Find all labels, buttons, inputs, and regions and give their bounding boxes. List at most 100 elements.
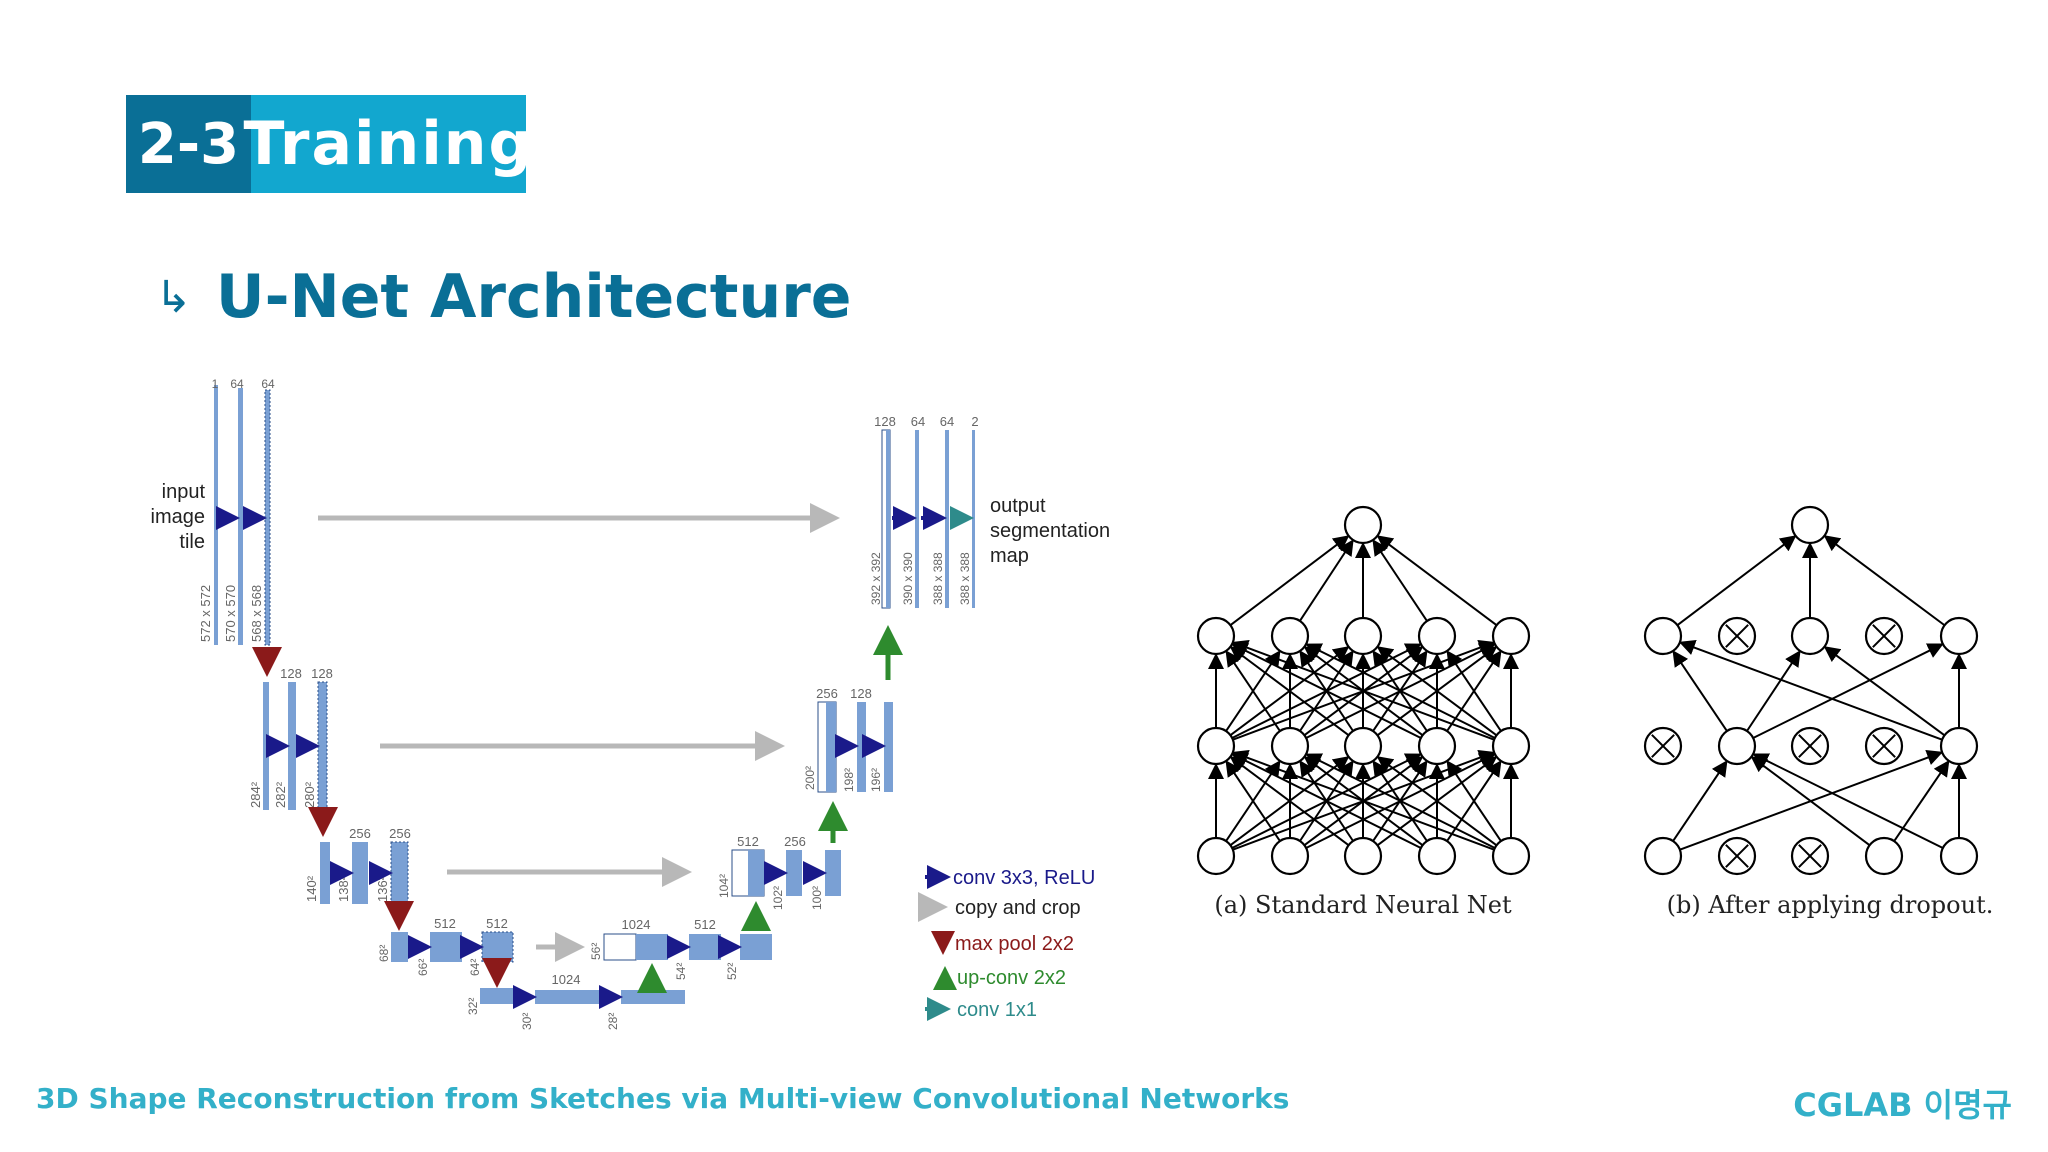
edge <box>1376 646 1498 737</box>
return-arrow-icon: ↳ <box>155 271 192 323</box>
neuron <box>1270 616 1310 656</box>
size-label: 572 x 572 <box>198 585 213 642</box>
neuron <box>1864 836 1904 876</box>
size-label: 390 x 390 <box>901 552 915 605</box>
output-label-3: map <box>990 545 1029 567</box>
legend-item: copy and crop <box>955 897 1081 919</box>
feature-map <box>238 388 243 645</box>
channel-label: 64 <box>230 377 244 391</box>
feature-map <box>825 850 841 896</box>
edge <box>1229 756 1350 847</box>
feature-map <box>915 430 919 608</box>
slide-subtitle: ↳ U-Net Architecture <box>155 262 851 332</box>
edge <box>1676 535 1797 626</box>
channel-label: 512 <box>737 834 759 849</box>
dropout-net-diagram <box>1643 505 1979 876</box>
neuron <box>1417 726 1457 766</box>
channel-label: 512 <box>434 916 456 931</box>
neuron <box>1939 616 1979 656</box>
size-label: 54² <box>674 963 688 980</box>
feature-map <box>826 702 836 792</box>
size-label: 392 x 392 <box>869 552 883 605</box>
drop-mark <box>1872 624 1896 648</box>
footer-author: CGLAB 이명규 <box>1793 1086 2012 1124</box>
size-label: 388 x 388 <box>931 552 945 605</box>
size-label: 104² <box>717 874 731 898</box>
channel-label: 64 <box>911 414 925 429</box>
neuron <box>1790 505 1830 545</box>
channel-label: 256 <box>784 834 806 849</box>
drop-mark <box>1798 734 1822 758</box>
edge <box>1678 639 1943 741</box>
legend-item: conv 1x1 <box>957 999 1037 1021</box>
edge <box>1231 750 1495 851</box>
caption-standard-net: (a) Standard Neural Net <box>1214 891 1512 919</box>
legend-item: conv 3x3, ReLU <box>953 867 1095 889</box>
neuron <box>1643 836 1683 876</box>
channel-label: 128 <box>311 666 333 681</box>
size-label: 136² <box>375 875 390 902</box>
neuron <box>1491 616 1531 656</box>
channel-label: 64 <box>261 377 275 391</box>
feature-map <box>317 681 328 811</box>
feature-map <box>320 842 330 904</box>
feature-map <box>740 934 772 960</box>
neuron <box>1790 616 1830 656</box>
size-label: 138² <box>336 875 351 902</box>
channel-label: 2 <box>971 414 978 429</box>
input-label-1: input <box>162 481 206 503</box>
neuron <box>1270 836 1310 876</box>
subtitle-text: U-Net Architecture <box>215 262 852 332</box>
size-label: 64² <box>468 959 482 976</box>
size-label: 388 x 388 <box>958 552 972 605</box>
feature-map <box>748 850 764 896</box>
feature-map <box>430 932 462 962</box>
size-label: 570 x 570 <box>223 585 238 642</box>
drop-mark <box>1725 624 1749 648</box>
size-label: 282² <box>273 781 288 808</box>
output-label-2: segmentation <box>990 520 1110 542</box>
edge <box>1376 535 1498 627</box>
neuron <box>1343 616 1383 656</box>
channel-label: 1024 <box>552 972 581 987</box>
drop-mark <box>1725 844 1749 868</box>
edge <box>1229 535 1350 626</box>
neuron <box>1939 836 1979 876</box>
size-label: 198² <box>842 768 856 792</box>
channel-label: 512 <box>486 916 508 931</box>
edge <box>1672 650 1728 732</box>
edge <box>1376 756 1498 847</box>
size-label: 68² <box>377 945 391 962</box>
size-label: 52² <box>725 963 739 980</box>
size-label: 196² <box>869 768 883 792</box>
feature-map-copy <box>603 933 637 961</box>
size-label: 140² <box>304 875 319 902</box>
channel-label: 128 <box>280 666 302 681</box>
channel-label: 256 <box>816 686 838 701</box>
caption-dropout-net: (b) After applying dropout. <box>1667 891 1994 919</box>
neuron <box>1491 726 1531 766</box>
feature-map <box>689 934 721 960</box>
feature-map <box>352 842 368 904</box>
edge <box>1305 643 1496 739</box>
edge <box>1752 643 1944 739</box>
size-label: 280² <box>302 781 317 808</box>
drop-mark <box>1872 734 1896 758</box>
size-label: 568 x 568 <box>249 585 264 642</box>
standard-net-diagram <box>1196 505 1531 876</box>
edge <box>1229 646 1350 737</box>
channel-label: 256 <box>389 826 411 841</box>
neuron <box>1343 726 1383 766</box>
feature-map <box>884 702 893 792</box>
channel-label: 256 <box>349 826 371 841</box>
feature-map <box>391 932 408 962</box>
drop-mark <box>1651 734 1675 758</box>
feature-map <box>945 430 949 608</box>
feature-map <box>857 702 866 792</box>
channel-label: 128 <box>850 686 872 701</box>
section-title: Training <box>244 95 531 193</box>
channel-label: 128 <box>874 414 896 429</box>
edge <box>1299 539 1354 622</box>
size-label: 32² <box>466 998 480 1015</box>
